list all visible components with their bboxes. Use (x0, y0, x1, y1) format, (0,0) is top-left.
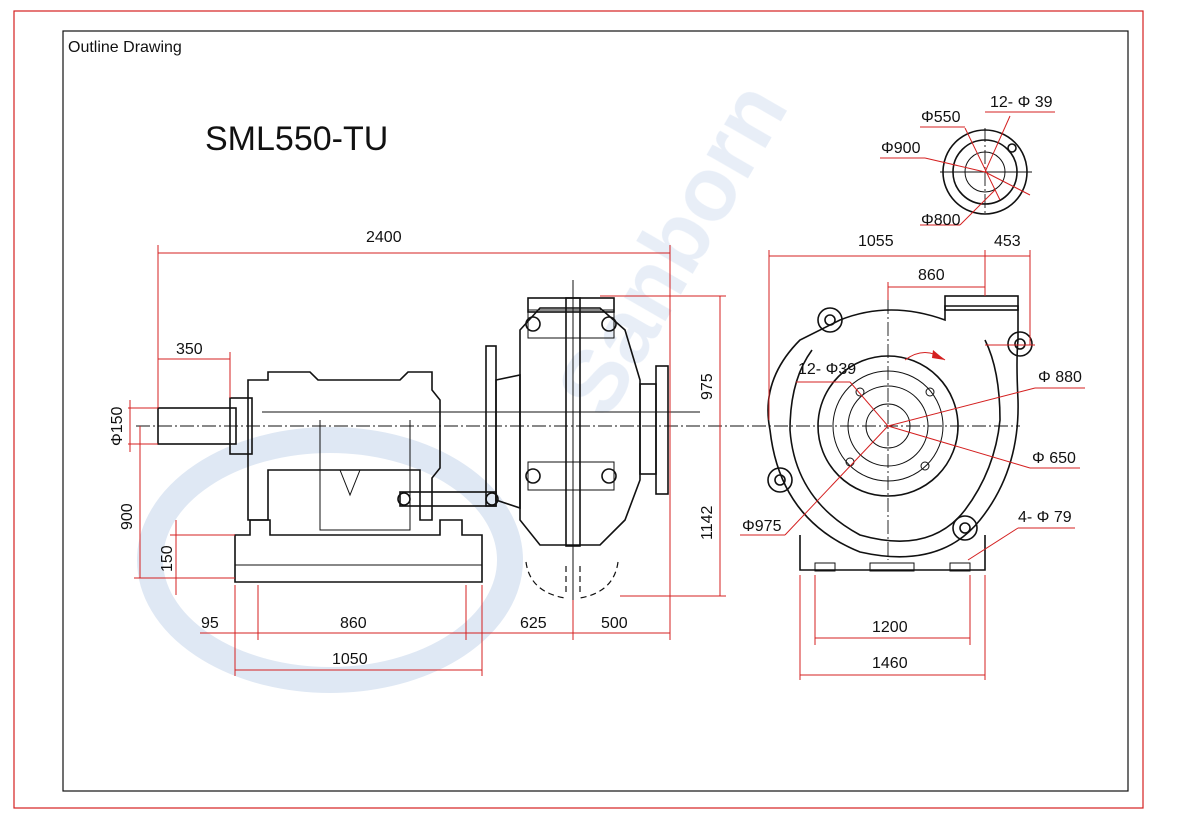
dim-base-height: 150 (159, 545, 176, 572)
dim-discharge-offset-front: 860 (918, 267, 945, 284)
dim-diameter-800: Φ800 (921, 212, 961, 229)
label-foot-holes: 4- Φ 79 (1018, 509, 1072, 526)
bearing-housing (247, 371, 441, 521)
discharge-flange (944, 295, 1019, 311)
dim-base-total: 1050 (332, 651, 368, 668)
dim-diameter-650: Φ 650 (1032, 450, 1076, 467)
casing-bolts (525, 309, 617, 491)
front-view (767, 295, 1033, 572)
dim-width-right: 453 (994, 233, 1021, 250)
side-view (136, 280, 1020, 600)
outer-border (13, 10, 1144, 809)
flange-dimensions: Φ550 12- Φ 39 Φ900 Φ800 (880, 94, 1055, 229)
svg-text:Sanborn: Sanborn (538, 66, 807, 432)
dim-foot-span: 1200 (872, 619, 908, 636)
dim-discharge-height: 1142 (699, 505, 716, 540)
suction-flange (655, 365, 669, 495)
dim-overall-length: 2400 (366, 229, 402, 246)
side-view-dimensions: 2400 350 975 1142 Φ150 900 150 95 860 6 (109, 229, 726, 676)
dim-casing-span: 625 (520, 615, 547, 632)
dim-diameter-880: Φ 880 (1038, 369, 1082, 386)
volute-casing (767, 305, 1019, 558)
drawing-header: Outline Drawing (68, 39, 182, 56)
dim-base-length: 860 (340, 615, 367, 632)
dim-offset-95: 95 (201, 615, 219, 632)
dim-diameter-550: Φ550 (921, 109, 961, 126)
front-view-dimensions: 1055 453 860 12- Φ39 Φ 880 Φ 650 Φ975 4-… (740, 233, 1085, 680)
base-frame (234, 519, 483, 583)
dim-diameter-975: Φ975 (742, 518, 782, 535)
flange-view (924, 115, 1032, 226)
dim-shaft-height: 900 (119, 503, 136, 530)
label-bolt-holes-flange: 12- Φ 39 (990, 94, 1053, 111)
dim-shaft-diameter: Φ150 (109, 406, 126, 446)
model-title: SML550-TU (205, 120, 388, 158)
pedestal (799, 535, 986, 571)
dim-width-left: 1055 (858, 233, 894, 250)
dim-foot-total: 1460 (872, 655, 908, 672)
dim-shaft-extension: 350 (176, 341, 203, 358)
drawing-frame (62, 30, 1129, 792)
dim-discharge-top: 975 (699, 373, 716, 400)
dim-discharge-offset: 500 (601, 615, 628, 632)
dim-diameter-900: Φ900 (881, 140, 921, 157)
label-bolt-holes-front: 12- Φ39 (798, 361, 856, 378)
